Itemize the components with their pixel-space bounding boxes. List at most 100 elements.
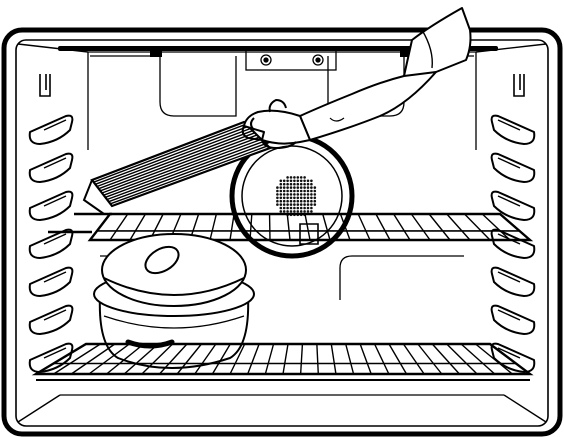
fan-mesh-hole bbox=[289, 179, 293, 183]
middle-rack-wire bbox=[229, 213, 235, 241]
fan-mesh-hole bbox=[293, 186, 296, 189]
fan-mesh-hole bbox=[310, 210, 313, 213]
fan-mesh-hole bbox=[303, 182, 306, 186]
fan-mesh-hole bbox=[306, 189, 310, 193]
tilted-rack-wire bbox=[95, 125, 249, 185]
hand-icon bbox=[241, 7, 472, 149]
fan-mesh-hole bbox=[282, 196, 286, 200]
arm-forearm bbox=[299, 71, 437, 141]
fan-mesh-hole bbox=[276, 193, 279, 196]
bottom-rack-wire bbox=[446, 343, 478, 375]
fan-mesh-hole bbox=[289, 210, 293, 213]
forearm-crease bbox=[329, 117, 345, 122]
fan-mesh-hole bbox=[303, 176, 306, 179]
tilted-rack-side bbox=[82, 179, 105, 215]
roaster-pan-icon bbox=[93, 233, 255, 369]
fan-mesh-hole bbox=[293, 182, 296, 186]
rack-guide-right bbox=[490, 190, 536, 221]
fan-mesh-hole bbox=[310, 196, 313, 200]
fan-mesh-hole bbox=[299, 206, 303, 210]
bottom-rack-wire bbox=[158, 343, 188, 375]
middle-rack-wire bbox=[249, 213, 253, 241]
middle-rack-frame bbox=[87, 212, 534, 242]
fan-mesh-hole bbox=[289, 206, 293, 210]
fan-mesh-hole bbox=[282, 186, 286, 189]
fan-mesh-hole bbox=[296, 210, 300, 213]
rack-guide-left-edge bbox=[43, 309, 67, 321]
bottom-rack bbox=[31, 342, 534, 381]
fan-mesh-hole bbox=[303, 179, 306, 183]
fan-mesh-hole bbox=[303, 186, 306, 189]
fan-mesh-hole bbox=[296, 199, 300, 203]
middle-rack-stop-bracket bbox=[299, 223, 319, 245]
top-element bbox=[58, 46, 498, 57]
rack-guide-right bbox=[490, 114, 536, 145]
rack-guide-left-edge bbox=[43, 119, 67, 131]
fan-mesh-hole bbox=[282, 203, 286, 206]
fan-mesh-hole bbox=[296, 179, 300, 183]
top-element-right-bracket bbox=[400, 48, 412, 57]
rack-guide-right bbox=[490, 342, 536, 373]
fan-mesh-hole bbox=[276, 196, 279, 200]
middle-rack-wire bbox=[393, 213, 411, 241]
middle-rack-wire bbox=[304, 213, 311, 241]
fan-mesh-hole bbox=[279, 189, 283, 193]
bottom-rack-wire bbox=[211, 343, 231, 375]
rack-guide-right-edge bbox=[497, 347, 521, 359]
fan-mesh-hole bbox=[276, 189, 279, 193]
middle-rack-wire bbox=[410, 213, 431, 241]
fan-mesh-hole bbox=[279, 210, 283, 213]
fan-mesh-hole bbox=[282, 189, 286, 193]
fan-mesh-hole bbox=[293, 176, 296, 179]
fan-mesh-hole bbox=[306, 179, 310, 183]
fan-mesh-hole bbox=[286, 182, 289, 186]
hand-fingers bbox=[241, 117, 297, 149]
middle-rack-wire bbox=[322, 213, 331, 241]
fan-mesh-hole bbox=[310, 199, 313, 203]
fan-mesh-hole bbox=[299, 210, 303, 213]
fan-mesh-hole bbox=[296, 182, 300, 186]
fan-mesh-hole bbox=[299, 193, 303, 196]
roaster-body-line bbox=[103, 315, 245, 329]
middle-rack-wire bbox=[209, 213, 218, 241]
fan-cover-icon bbox=[229, 133, 355, 259]
fan-mesh-hole bbox=[303, 196, 306, 200]
fan-mesh-hole bbox=[299, 189, 303, 193]
rack-guide-left-edge bbox=[43, 233, 67, 245]
fan-mesh-hole bbox=[286, 189, 289, 193]
fan-mesh-hole bbox=[310, 179, 313, 183]
fan-mesh-hole bbox=[286, 196, 289, 200]
rack-guide-left bbox=[28, 266, 74, 297]
fan-mesh-hole bbox=[289, 193, 293, 196]
bottom-rack-frame bbox=[31, 342, 534, 376]
fan-mesh-hole bbox=[286, 179, 289, 183]
fan-mesh-hole bbox=[286, 199, 289, 203]
fan-mesh-hole bbox=[306, 196, 310, 200]
bottom-rack-wire bbox=[345, 343, 355, 375]
fan-mesh-hole bbox=[303, 210, 306, 213]
bottom-rack-wire bbox=[460, 343, 496, 375]
fan-mesh-hole bbox=[313, 193, 317, 196]
sensor-plate bbox=[245, 49, 337, 71]
tilted-rack-wire bbox=[96, 127, 251, 188]
fan-mesh-hole bbox=[286, 203, 289, 206]
fan-mesh-hole bbox=[306, 199, 310, 203]
fan-mesh-hole bbox=[282, 193, 286, 196]
panel-bottom-right bbox=[339, 255, 464, 300]
fan-mesh-hole bbox=[289, 203, 293, 206]
fan-mesh-hole bbox=[289, 196, 293, 200]
tilted-rack-wire bbox=[105, 138, 262, 198]
fan-mesh-hole bbox=[299, 179, 303, 183]
cavity-corner-br bbox=[503, 394, 547, 423]
fan-mesh-hole bbox=[276, 203, 279, 206]
rack-guide-left-edge bbox=[43, 195, 67, 207]
guide-hooks bbox=[39, 74, 525, 97]
bottom-rack-wire bbox=[475, 343, 513, 375]
oven-cavity bbox=[1, 27, 563, 437]
fan-mesh-hole bbox=[282, 206, 286, 210]
panel-top-left bbox=[90, 55, 237, 117]
middle-rack-wire bbox=[446, 213, 471, 241]
fan-mesh-hole bbox=[293, 206, 296, 210]
bottom-rack-wire bbox=[194, 343, 217, 375]
